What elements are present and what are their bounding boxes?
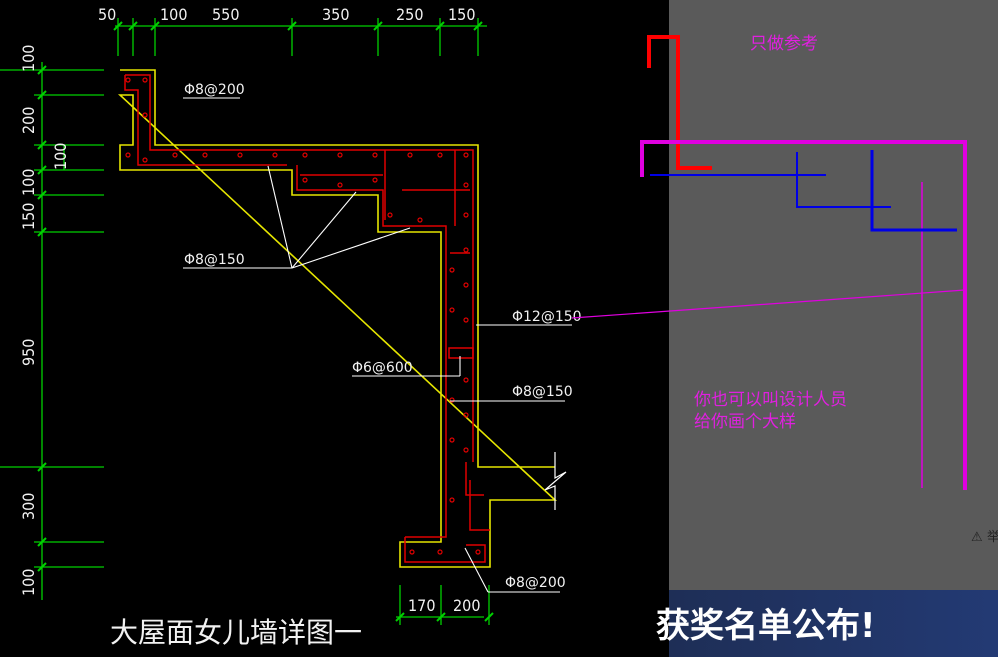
dim-left-2: 200 [19, 107, 38, 134]
dim-left-4: 100 [19, 169, 38, 196]
parapet-outline [117, 69, 558, 568]
rebar-label-2: Φ8@150 [184, 252, 245, 268]
left-dimension-labels: 100 200 100 100 150 950 300 100 [19, 45, 70, 596]
rebar-label-5: Φ8@150 [512, 384, 573, 400]
rebar-label-4: Φ6@600 [352, 360, 413, 376]
break-line [544, 452, 567, 510]
dim-left-7: 300 [19, 493, 38, 520]
bottom-dimension-labels: 170 200 [408, 596, 480, 615]
report-label[interactable]: 举 [987, 530, 998, 545]
warning-icon[interactable]: ⚠ [971, 530, 983, 545]
rebar-dots [125, 77, 481, 555]
rebar-label-6: Φ8@200 [505, 575, 566, 591]
rebar-lines [124, 74, 490, 563]
leader-lines [183, 97, 572, 593]
dim-top-2: 100 [160, 5, 187, 24]
markup-annotations [571, 35, 967, 490]
note-reference-only: 只做参考 [750, 34, 818, 54]
rebar-label-1: Φ8@200 [184, 82, 245, 98]
dim-top-4: 350 [322, 5, 349, 24]
dim-left-3: 100 [51, 143, 70, 170]
dim-bottom-2: 200 [453, 596, 480, 615]
award-banner[interactable] [669, 590, 998, 657]
top-dimension-labels: 50 100 550 350 250 150 [98, 5, 475, 24]
dim-left-1: 100 [19, 45, 38, 72]
dimension-lines [0, 18, 494, 625]
dim-left-6: 950 [19, 339, 38, 366]
dim-left-5: 150 [19, 203, 38, 230]
dim-top-5: 250 [396, 5, 423, 24]
dim-top-3: 550 [212, 5, 239, 24]
cad-drawing-area [0, 0, 669, 657]
note-line-1: 你也可以叫设计人员 [694, 390, 847, 410]
note-line-2: 给你画个大样 [694, 412, 796, 432]
dim-top-6: 150 [448, 5, 475, 24]
rebar-labels: Φ8@200 Φ8@150 Φ12@150 Φ6@600 Φ8@150 Φ8@2… [184, 82, 582, 591]
dim-bottom-1: 170 [408, 596, 435, 615]
rebar-label-3: Φ12@150 [512, 309, 582, 325]
dim-top-1: 50 [98, 5, 116, 24]
banner-title[interactable]: 获奖名单公布! [656, 606, 876, 646]
drawing-title: 大屋面女儿墙详图一 [110, 616, 362, 649]
dim-left-8: 100 [19, 569, 38, 596]
gray-overlay-panel [669, 0, 998, 590]
